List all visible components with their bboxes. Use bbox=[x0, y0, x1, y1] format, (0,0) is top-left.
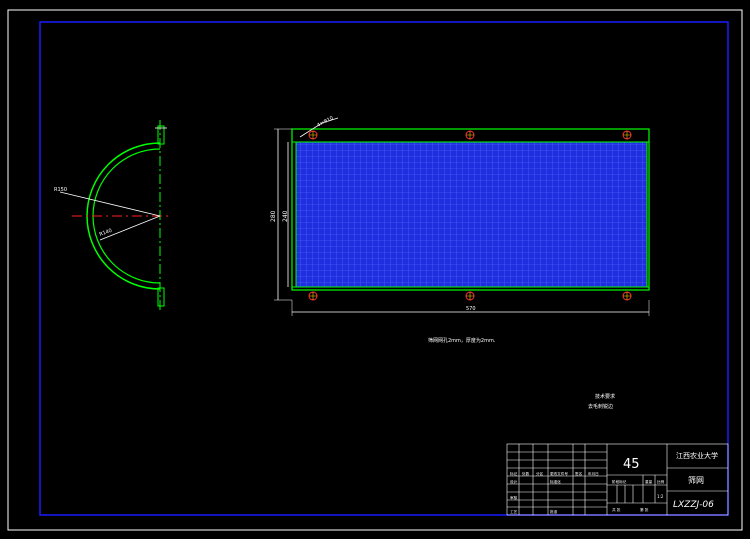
inner-height-label: 240 bbox=[282, 210, 289, 222]
rev-mark-label: 标记 bbox=[510, 471, 518, 476]
tech-requirement-text: 去毛刺锐边 bbox=[588, 403, 613, 410]
sheet-no-label: 第 张 bbox=[640, 507, 649, 512]
designer-label: 设计 bbox=[510, 479, 518, 484]
material-value: 45 bbox=[623, 457, 640, 472]
length-label: 570 bbox=[466, 306, 476, 312]
stage-mark-label: 阶段标记 bbox=[612, 479, 627, 484]
tech-requirement-title: 技术要求 bbox=[595, 393, 615, 400]
rev-count-label: 处数 bbox=[522, 471, 530, 476]
process-label: 工艺 bbox=[510, 509, 518, 514]
title-block bbox=[506, 443, 729, 516]
radius-leader-small bbox=[99, 215, 161, 241]
outer-border bbox=[7, 9, 743, 531]
inner-frame bbox=[39, 21, 729, 516]
part-name: 筛网 bbox=[688, 475, 704, 485]
drawing-number: LXZZJ-06 bbox=[673, 500, 714, 510]
rev-docno-label: 更改文件号 bbox=[550, 471, 568, 476]
panel-outline bbox=[291, 128, 650, 291]
bottom-flange bbox=[157, 287, 165, 307]
hole-leader bbox=[299, 122, 323, 138]
standard-label: 标准化 bbox=[550, 479, 561, 484]
rev-zone-label: 分区 bbox=[536, 471, 544, 476]
school-name: 江西农业大学 bbox=[676, 451, 718, 460]
scale-value: 1:2 bbox=[657, 494, 664, 499]
reviewer-label: 审核 bbox=[510, 495, 518, 500]
outer-height-label: 280 bbox=[270, 210, 277, 222]
top-flange bbox=[157, 125, 165, 145]
title-block-frame bbox=[506, 443, 729, 516]
approve-label: 批准 bbox=[550, 509, 558, 514]
hole-note: 4×Φ10 bbox=[316, 115, 334, 129]
rev-sign-label: 签名 bbox=[575, 471, 583, 476]
radius-large-label: R150 bbox=[54, 187, 67, 193]
front-view: 4×Φ10 280 240 570 bbox=[270, 115, 650, 316]
mounting-holes bbox=[308, 130, 632, 301]
mesh-area bbox=[295, 141, 648, 288]
mesh-note: 筛网网孔2mm，厚度为2mm. bbox=[428, 337, 496, 344]
side-view: R150 R140 bbox=[54, 120, 172, 312]
weight-label: 重量 bbox=[645, 479, 653, 484]
sheet-total-label: 共 张 bbox=[612, 507, 621, 512]
title-block-text: 标记 处数 分区 更改文件号 签名 年月日 设计 标准化 审核 工艺 批准 阶段… bbox=[510, 451, 718, 514]
scale-label: 比例 bbox=[657, 479, 665, 484]
radius-leader-large bbox=[59, 191, 161, 217]
radius-small-label: R140 bbox=[99, 228, 113, 238]
rev-date-label: 年月日 bbox=[588, 471, 599, 476]
